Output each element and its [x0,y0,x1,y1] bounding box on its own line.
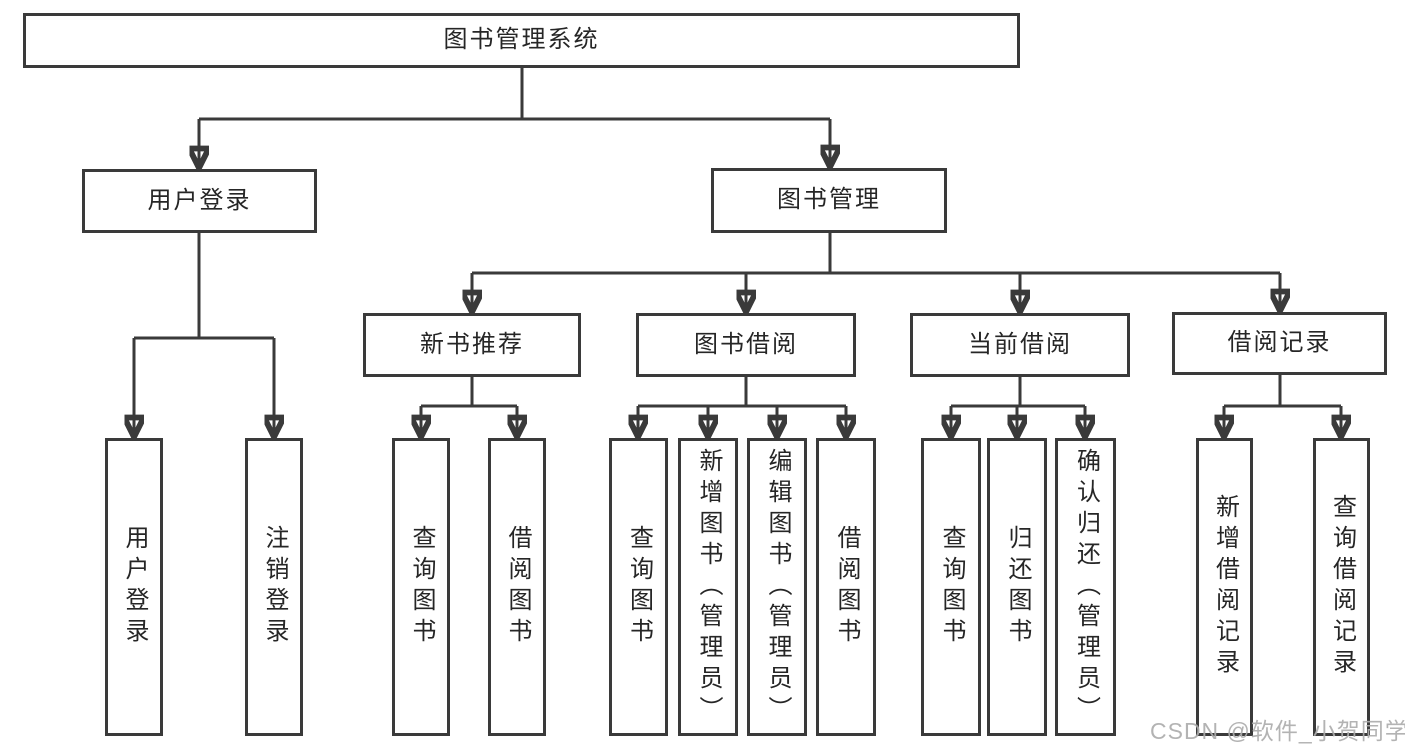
leaf-borrowing-edit-books-admin-label: 编辑图书（管理员） [764,447,791,727]
leaf-user-login-label: 用户登录 [121,525,148,649]
leaf-user-login: 用户登录 [105,438,163,736]
leaf-borrowing-edit-books-admin: 编辑图书（管理员） [747,438,807,736]
leaf-current-confirm-return-admin-label: 确认归还（管理员） [1072,447,1100,727]
node-user-login-label: 用户登录 [147,186,252,214]
leaf-current-return-books: 归还图书 [987,438,1047,736]
leaf-borrowing-add-books-admin-label: 新增图书（管理员） [695,447,722,727]
leaf-current-return-books-label: 归还图书 [1004,525,1031,649]
leaf-current-query-books: 查询图书 [921,438,981,736]
node-book-management-label: 图书管理 [777,186,881,214]
node-current-borrowing: 当前借阅 [910,313,1130,377]
node-user-login: 用户登录 [82,169,317,233]
node-book-borrowing: 图书借阅 [636,313,856,377]
node-root: 图书管理系统 [23,13,1020,68]
watermark: CSDN @软件_小贺同学 [1150,718,1405,744]
leaf-borrowing-borrow-books: 借阅图书 [816,438,876,736]
leaf-records-query-record-label: 查询借阅记录 [1328,494,1356,680]
node-root-label: 图书管理系统 [443,26,600,54]
connector-segments [134,68,1341,408]
node-borrowing-records-label: 借阅记录 [1227,329,1332,357]
node-book-borrowing-label: 图书借阅 [694,330,798,358]
node-new-book-recommendation: 新书推荐 [363,313,581,377]
leaf-recommend-query-books-label: 查询图书 [408,525,435,649]
leaf-records-add-record: 新增借阅记录 [1196,438,1253,736]
node-current-borrowing-label: 当前借阅 [968,330,1072,358]
leaf-current-query-books-label: 查询图书 [938,525,965,649]
leaf-borrowing-add-books-admin: 新增图书（管理员） [678,438,738,736]
leaf-recommend-borrow-books: 借阅图书 [488,438,546,736]
node-book-management: 图书管理 [711,168,947,233]
leaf-logout: 注销登录 [245,438,303,736]
leaf-borrowing-query-books-label: 查询图书 [625,525,653,649]
leaf-records-add-record-label: 新增借阅记录 [1211,494,1239,680]
leaf-recommend-query-books: 查询图书 [392,438,450,736]
node-new-book-recommendation-label: 新书推荐 [420,330,524,358]
leaf-recommend-borrow-books-label: 借阅图书 [504,525,531,649]
leaf-records-query-record: 查询借阅记录 [1313,438,1370,736]
leaf-logout-label: 注销登录 [261,525,288,649]
leaf-borrowing-borrow-books-label: 借阅图书 [833,525,860,649]
node-borrowing-records: 借阅记录 [1172,312,1387,375]
leaf-current-confirm-return-admin: 确认归还（管理员） [1055,438,1116,736]
leaf-borrowing-query-books: 查询图书 [609,438,668,736]
